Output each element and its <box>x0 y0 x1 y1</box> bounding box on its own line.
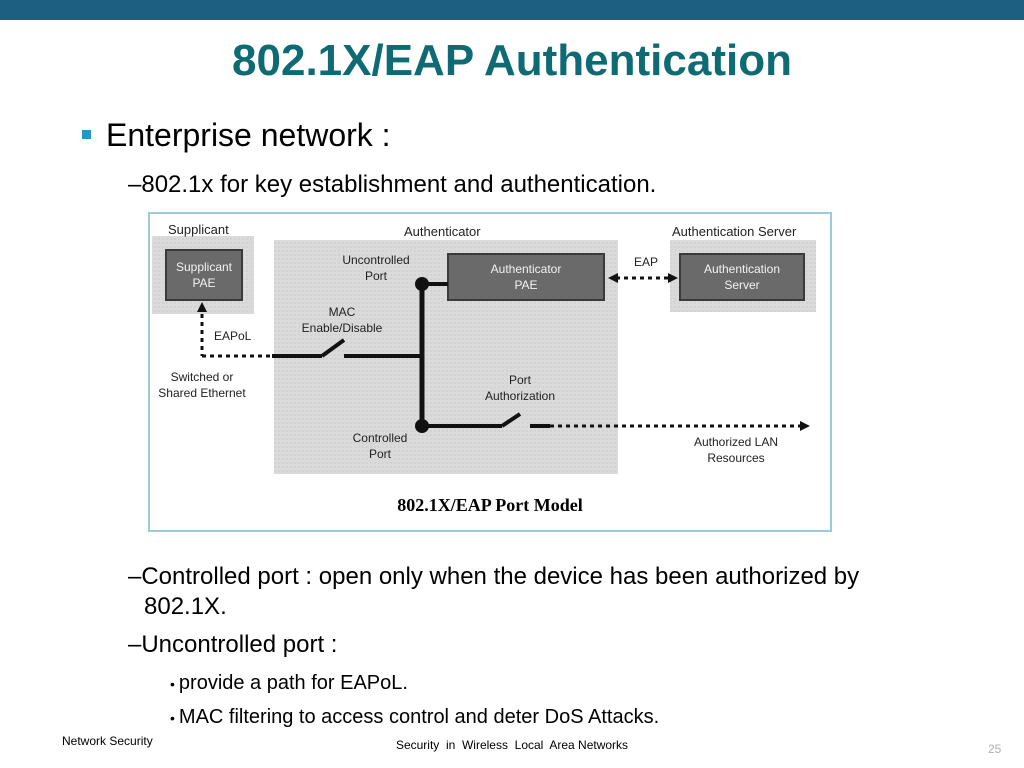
mac-switch <box>320 338 346 358</box>
supplicant-pae-line2: PAE <box>192 276 215 290</box>
label-port-authorization-line1: Port <box>509 373 532 387</box>
supplicant-pae-box <box>165 249 243 301</box>
label-switched-line1: Switched or <box>171 370 234 384</box>
label-controlled-line2: Port <box>369 447 392 461</box>
slide-title: 802.1X/EAP Authentication <box>232 36 792 85</box>
sub-bullet-marker: • <box>170 676 175 692</box>
label-eap: EAP <box>634 255 658 269</box>
label-supplicant: Supplicant <box>168 222 229 237</box>
bullet-controlled-port: –Controlled port : open only when the de… <box>128 563 860 590</box>
label-eapol: EAPoL <box>214 329 252 343</box>
authentication-server-box <box>679 253 805 301</box>
page-number: 25 <box>988 742 1002 756</box>
label-port-authorization-line2: Authorization <box>485 389 555 403</box>
label-authenticator: Authenticator <box>404 224 481 239</box>
authenticator-pae-box <box>447 253 605 301</box>
top-accent-bar <box>0 0 1024 20</box>
label-uncontrolled-line1: Uncontrolled <box>342 253 409 267</box>
port-model-figure: Supplicant Authenticator Authentication … <box>148 212 832 532</box>
label-controlled-line1: Controlled <box>353 431 408 445</box>
label-mac-line1: MAC <box>329 305 356 319</box>
figure-caption: 802.1X/EAP Port Model <box>397 495 582 515</box>
footer-course-name: Network Security <box>62 734 153 748</box>
authenticator-pae-line2: PAE <box>514 278 537 292</box>
authenticator-pae-line1: Authenticator <box>491 262 562 276</box>
label-lan-line1: Authorized LAN <box>694 435 778 449</box>
label-lan-line2: Resources <box>707 451 764 465</box>
sub-bullet-marker: • <box>170 710 175 726</box>
supplicant-pae-line1: Supplicant <box>176 260 233 274</box>
server-box-line1: Authentication <box>704 262 780 276</box>
label-authentication-server: Authentication Server <box>672 224 797 239</box>
label-uncontrolled-line2: Port <box>365 269 388 283</box>
eapol-arrowhead <box>197 302 207 312</box>
port-model-diagram: Supplicant Authenticator Authentication … <box>152 222 816 515</box>
sub-bullet-eapol-text: provide a path for EAPoL. <box>178 672 408 694</box>
label-mac-line2: Enable/Disable <box>302 321 383 335</box>
sub-bullet-mac-filtering: •MAC filtering to access control and det… <box>170 706 659 729</box>
uncontrolled-port-node <box>415 277 429 291</box>
sub-bullet-mac-text: MAC filtering to access control and dete… <box>178 706 660 728</box>
footer-lecture-title: Security in Wireless Local Area Networks <box>395 738 629 752</box>
label-switched-line2: Shared Ethernet <box>158 386 246 400</box>
port-authorization-switch <box>500 412 522 428</box>
bullet-key-establishment: –802.1x for key establishment and authen… <box>128 171 657 198</box>
server-box-line2: Server <box>724 278 759 292</box>
eap-right-arrowhead <box>668 273 678 283</box>
bullet-controlled-port-cont: 802.1X. <box>144 593 227 620</box>
eap-left-arrowhead <box>608 273 618 283</box>
bullet-enterprise-network: Enterprise network : <box>106 117 391 153</box>
controlled-port-node <box>415 419 429 433</box>
square-bullet-icon <box>82 130 91 139</box>
lan-arrowhead <box>800 421 810 431</box>
sub-bullet-eapol-path: •provide a path for EAPoL. <box>170 672 408 695</box>
bullet-uncontrolled-port: –Uncontrolled port : <box>128 631 338 658</box>
